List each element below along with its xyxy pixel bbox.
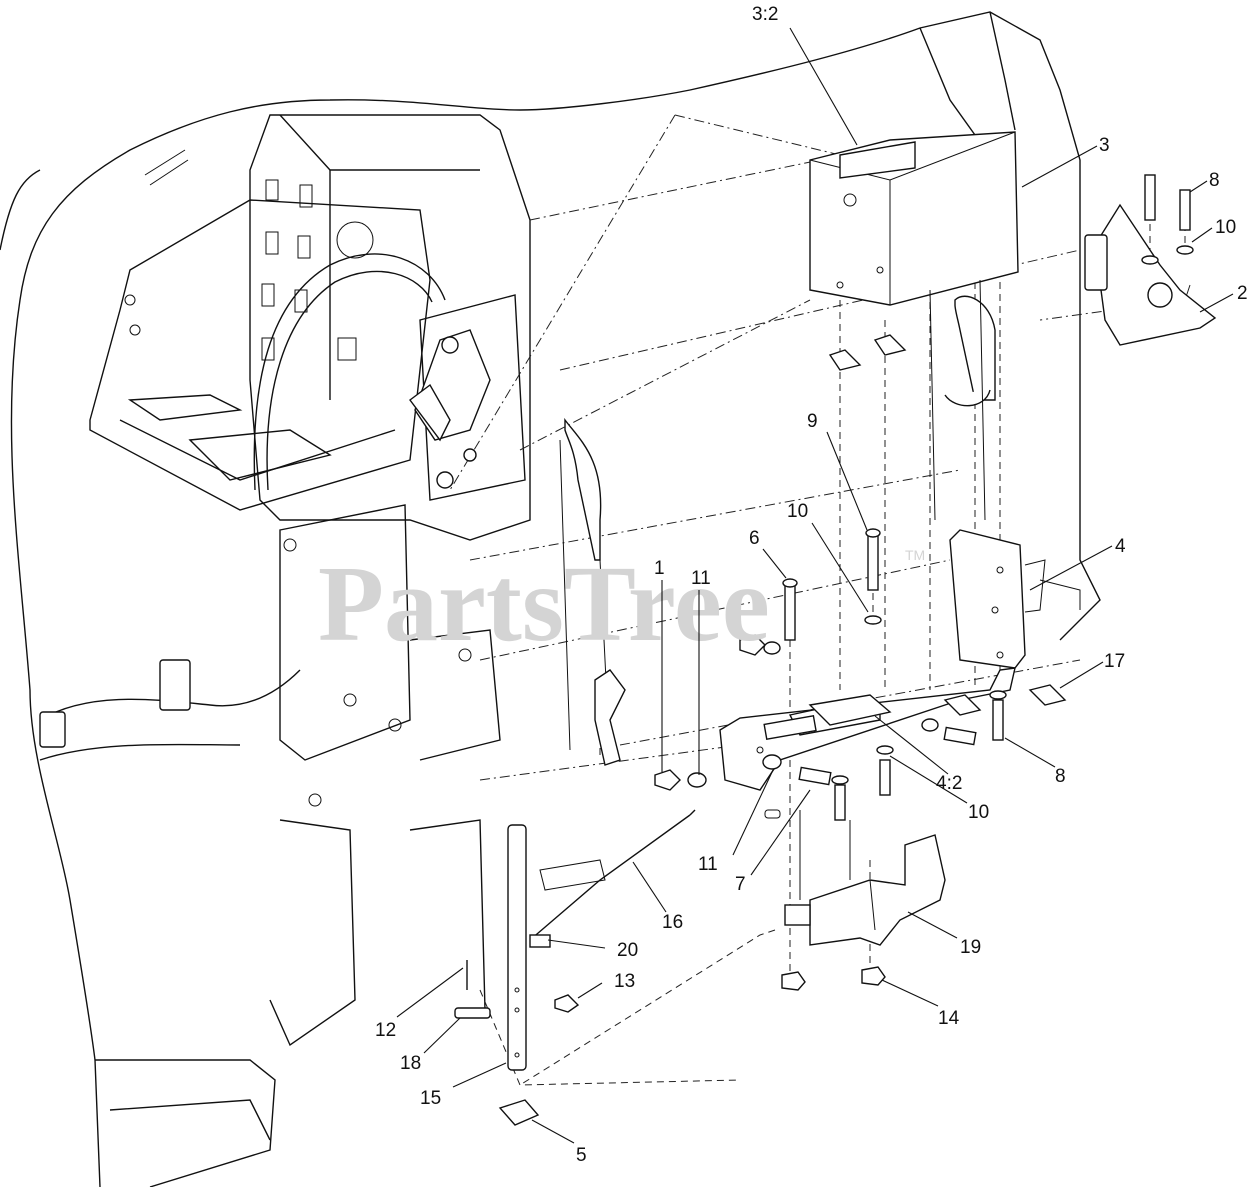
callout-8: 8 — [1055, 766, 1066, 787]
left-mechanism — [409, 329, 626, 766]
callout-2: 2 — [1237, 283, 1248, 304]
callout-14: 14 — [938, 1008, 960, 1029]
callout-11: 11 — [698, 854, 718, 875]
hardware — [554, 334, 1067, 1013]
watermark-trademark: TM — [905, 547, 925, 563]
callout-3-2: 3:2 — [752, 4, 778, 25]
callout-3: 3 — [1099, 135, 1110, 156]
callout-16: 16 — [662, 912, 683, 933]
callout-10: 10 — [968, 802, 989, 823]
callout-6: 6 — [749, 528, 760, 549]
part-19-switch — [784, 810, 946, 946]
watermark: PartsTree TM — [318, 545, 925, 664]
callout-5: 5 — [576, 1145, 587, 1166]
callout-labels: 3:2 3 8 10 2 9 10 6 1 11 4 17 8 4:2 10 1… — [375, 4, 1248, 1166]
part-3-cover — [809, 131, 1019, 306]
callout-1: 1 — [654, 558, 665, 579]
callout-13: 13 — [614, 971, 635, 992]
linkage-parts — [454, 809, 781, 1126]
watermark-text: PartsTree — [318, 545, 770, 664]
callout-12: 12 — [375, 1020, 396, 1041]
callout-9: 9 — [807, 411, 818, 432]
callout-8: 8 — [1209, 170, 1220, 191]
callout-15: 15 — [420, 1088, 441, 1109]
callout-17: 17 — [1104, 651, 1125, 672]
leader-lines — [396, 27, 1234, 1144]
callout-10: 10 — [1215, 217, 1236, 238]
callout-4: 4 — [1115, 536, 1126, 557]
callout-19: 19 — [960, 937, 981, 958]
lever-handles — [559, 279, 996, 761]
callout-11: 11 — [691, 568, 711, 589]
callout-7: 7 — [735, 874, 746, 895]
part-4-plate — [719, 529, 1081, 791]
callout-10: 10 — [787, 501, 808, 522]
callout-20: 20 — [617, 940, 638, 961]
callout-18: 18 — [400, 1053, 421, 1074]
callout-4-2: 4:2 — [936, 773, 962, 794]
part-2-bracket — [1084, 174, 1217, 346]
chassis-body — [0, 11, 1101, 1187]
